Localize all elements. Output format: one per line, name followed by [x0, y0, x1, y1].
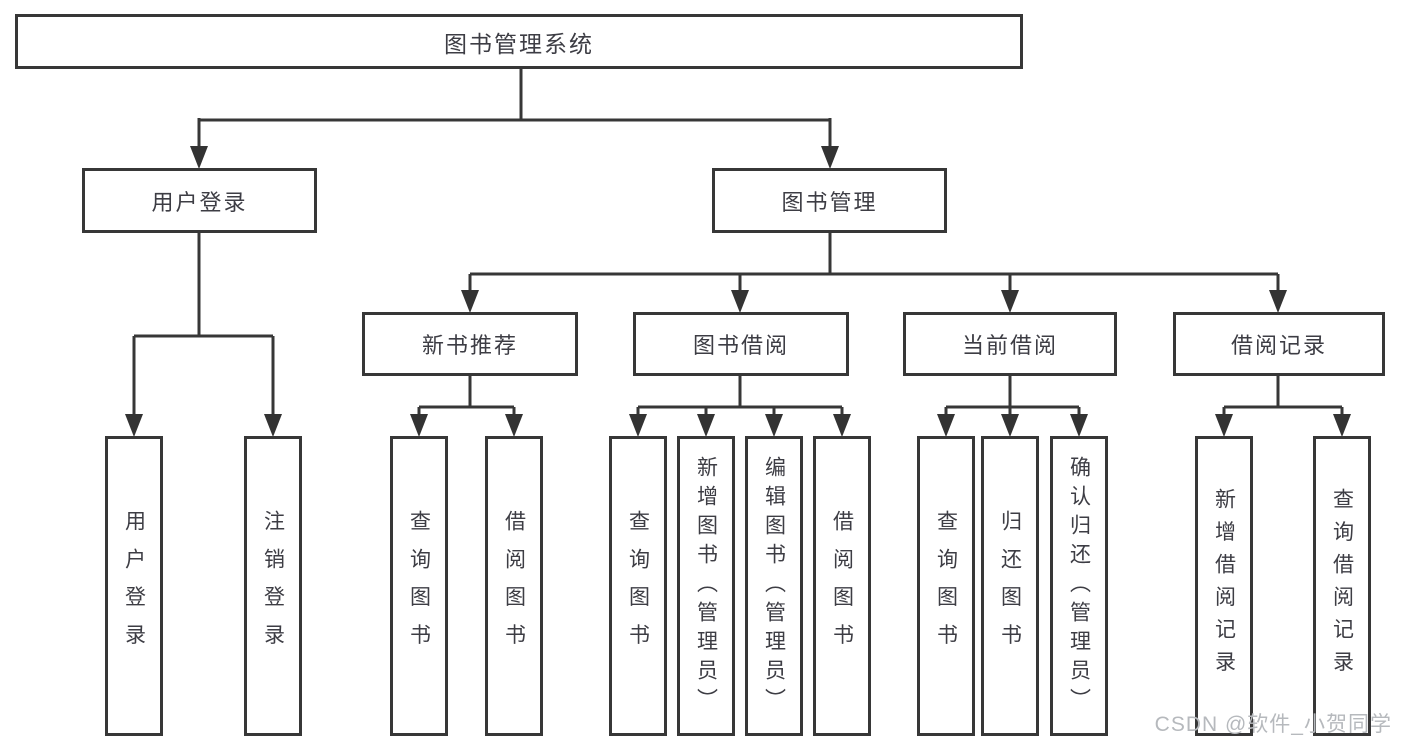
- leaf-query-borrow-record: 查询借阅记录: [1313, 436, 1371, 736]
- node-new-book-recommend: 新书推荐: [362, 312, 578, 376]
- leaf-confirm-return-admin-label: 确认归还（管理员）: [1067, 455, 1091, 717]
- node-book-borrow-label: 图书借阅: [692, 333, 789, 358]
- leaf-confirm-return-admin: 确认归还（管理员）: [1050, 436, 1108, 736]
- node-book-management-label: 图书管理: [781, 189, 878, 215]
- node-current-borrow: 当前借阅: [903, 312, 1117, 376]
- leaf-query-books-borrow: 查询图书: [609, 436, 667, 736]
- leaf-edit-book-admin-label: 编辑图书（管理员）: [762, 455, 786, 717]
- leaf-query-books-borrow-label: 查询图书: [626, 510, 650, 662]
- node-current-borrow-label: 当前借阅: [961, 333, 1058, 358]
- leaf-query-books-current-label: 查询图书: [934, 510, 958, 662]
- node-borrow-records: 借阅记录: [1173, 312, 1385, 376]
- leaf-return-books: 归还图书: [981, 436, 1039, 736]
- leaf-query-books-recommend-label: 查询图书: [407, 510, 431, 662]
- leaf-query-borrow-record-label: 查询借阅记录: [1330, 488, 1354, 684]
- leaf-logout-label: 注销登录: [261, 510, 285, 662]
- node-borrow-records-label: 借阅记录: [1230, 333, 1327, 358]
- csdn-watermark: CSDN @软件_小贺同学: [1154, 713, 1392, 736]
- node-book-borrow: 图书借阅: [633, 312, 849, 376]
- leaf-user-login-label: 用户登录: [122, 510, 146, 662]
- leaf-borrow-books-label: 借阅图书: [830, 510, 854, 662]
- leaf-user-login: 用户登录: [105, 436, 163, 736]
- node-book-management: 图书管理: [712, 168, 947, 233]
- node-user-login: 用户登录: [82, 168, 317, 233]
- leaf-borrow-books-recommend: 借阅图书: [485, 436, 543, 736]
- leaf-add-book-admin-label: 新增图书（管理员）: [694, 455, 718, 717]
- node-root-label: 图书管理系统: [444, 30, 594, 57]
- leaf-borrow-books-recommend-label: 借阅图书: [502, 510, 526, 662]
- leaf-edit-book-admin: 编辑图书（管理员）: [745, 436, 803, 736]
- leaf-query-books-current: 查询图书: [917, 436, 975, 736]
- node-root-system: 图书管理系统: [15, 14, 1023, 69]
- leaf-add-borrow-record: 新增借阅记录: [1195, 436, 1253, 736]
- node-new-book-recommend-label: 新书推荐: [421, 333, 518, 358]
- leaf-add-book-admin: 新增图书（管理员）: [677, 436, 735, 736]
- leaf-return-books-label: 归还图书: [998, 510, 1022, 662]
- leaf-logout: 注销登录: [244, 436, 302, 736]
- leaf-borrow-books: 借阅图书: [813, 436, 871, 736]
- leaf-add-borrow-record-label: 新增借阅记录: [1212, 488, 1236, 684]
- node-user-login-label: 用户登录: [151, 189, 248, 215]
- leaf-query-books-recommend: 查询图书: [390, 436, 448, 736]
